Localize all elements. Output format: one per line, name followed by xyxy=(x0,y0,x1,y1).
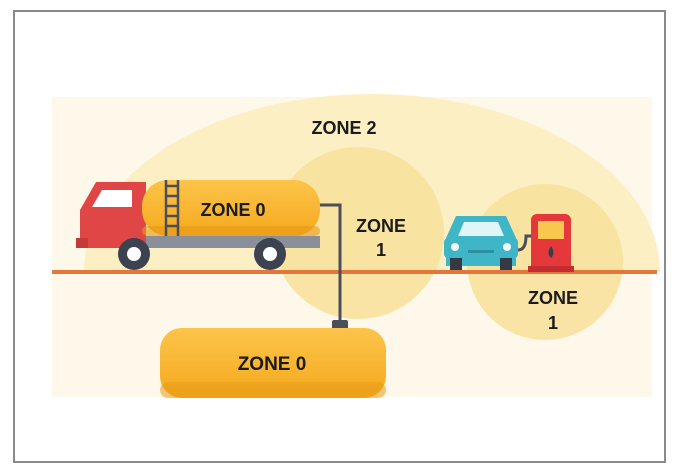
ground-line xyxy=(52,270,657,274)
underground-zone0-label: ZONE 0 xyxy=(238,354,307,375)
tanker-zone0-label: ZONE 0 xyxy=(200,200,265,220)
pump-zone1-label-line2: 1 xyxy=(548,313,558,333)
underground-tank xyxy=(160,328,386,398)
pipe-connector xyxy=(332,320,348,330)
tanker-zone1-label-line2: 1 xyxy=(376,240,386,260)
pump-zone1-label-line1: ZONE xyxy=(528,288,578,308)
tanker-truck-icon xyxy=(76,180,320,270)
fill-pipe xyxy=(318,203,342,322)
zone2-label: ZONE 2 xyxy=(311,118,376,138)
tanker-zone1-label-line1: ZONE xyxy=(356,216,406,236)
zone1-tanker-area xyxy=(272,147,444,319)
car-icon xyxy=(444,216,518,270)
fuel-pump-icon xyxy=(517,214,574,272)
